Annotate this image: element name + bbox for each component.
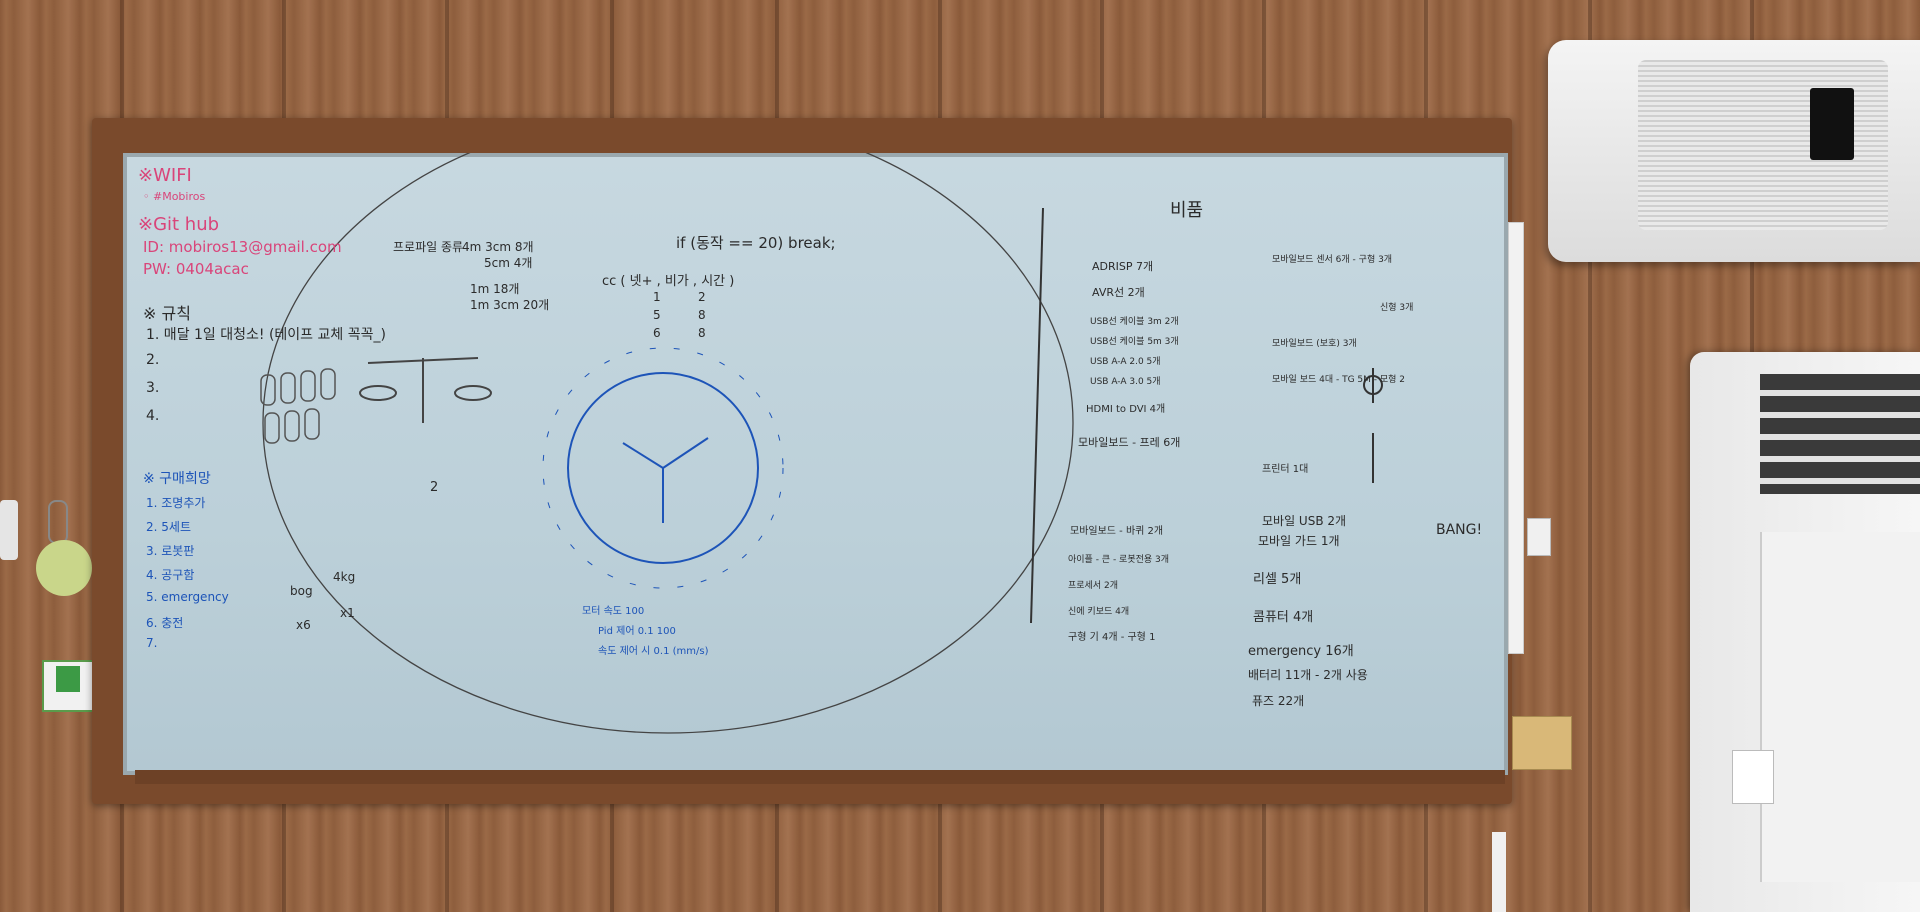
marker-tray <box>135 770 1505 784</box>
supply-item: 배터리 11개 - 2개 사용 <box>1248 668 1368 682</box>
diagram-number: 2 <box>698 290 706 304</box>
weight-label: x1 <box>340 606 355 620</box>
knot-drawing <box>1363 375 1383 395</box>
supply-item: 모바일보드 - 바퀴 2개 <box>1070 526 1164 537</box>
supply-item: ADRISP 7개 <box>1092 260 1154 273</box>
robot-circle <box>567 372 759 564</box>
keychain-doll <box>36 540 92 596</box>
power-strip <box>1492 832 1506 912</box>
ac-display <box>1810 88 1854 160</box>
wishlist-item: 4. 공구함 <box>146 568 195 582</box>
board-drawings <box>260 153 1383 734</box>
floor-air-conditioner <box>1690 352 1920 912</box>
supply-item: 모바일 보드 4대 - TG 5M - 모형 2 <box>1272 375 1406 385</box>
divider-line <box>1030 207 1044 624</box>
robot-arm <box>622 442 664 469</box>
circle-note: Pid 제어 0.1 100 <box>598 626 676 637</box>
keyring <box>48 500 68 544</box>
supply-item: USB선 케이블 5m 3개 <box>1090 337 1179 347</box>
circle-note: 속도 제어 시 0.1 (mm/s) <box>598 646 709 657</box>
github-pw: PW: 0404acac <box>143 260 249 278</box>
rule-item: 1. 매달 1일 대청소! (테이프 교체 꼭꼭_) <box>146 327 386 343</box>
wall-socket <box>1527 518 1551 556</box>
supply-item: 프로세서 2개 <box>1068 581 1118 591</box>
remote-control <box>0 500 18 560</box>
rule-item: 4. <box>146 408 160 424</box>
circle-note: 모터 속도 100 <box>582 606 645 617</box>
bang-label: BANG! <box>1436 522 1483 538</box>
wall-box <box>1512 716 1572 770</box>
big-circle-outline <box>262 153 1074 734</box>
weight-label: 4kg <box>333 570 356 584</box>
diagram-number: 1 <box>653 290 661 304</box>
diagram-number: 5 <box>653 308 661 322</box>
wishlist-item: 3. 로봇판 <box>146 544 195 558</box>
profile-list-title: 프로파일 종류 <box>393 240 464 254</box>
ac-front-panel <box>1760 532 1920 882</box>
robot-outer-circle <box>542 347 784 589</box>
scale-label: 2 <box>430 480 439 495</box>
code-line: if (동작 == 20) break; <box>676 234 836 252</box>
profile-row: 4m 3cm 8개 <box>462 240 534 254</box>
supply-item: 프린터 1대 <box>1262 464 1309 475</box>
supply-item: 퓨즈 22개 <box>1252 694 1305 708</box>
profile-row: 5cm 4개 <box>484 256 533 270</box>
rule-item: 2. <box>146 352 160 368</box>
supply-item: 신형 3개 <box>1380 303 1414 313</box>
wall-seam <box>1588 0 1592 912</box>
supply-item: 신에 키보드 4개 <box>1068 607 1130 617</box>
supply-item: 콤퓨터 4개 <box>1253 610 1314 625</box>
supply-item: 아이플 - 큰 - 로봇전용 3개 <box>1068 555 1170 565</box>
code-sub: cc ( 넷+ , 비가 , 시간 ) <box>602 274 735 289</box>
supply-item: 모바일 가드 1개 <box>1258 534 1340 548</box>
wishlist-item: 5. emergency <box>146 590 229 604</box>
scale-pan <box>359 385 397 401</box>
wifi-name: ◦ #Mobiros <box>143 190 206 203</box>
energy-label <box>1732 750 1774 804</box>
wishlist-item: 6. 충전 <box>146 616 184 630</box>
scale-pan <box>454 385 492 401</box>
supply-item: USB A-A 2.0 5개 <box>1090 357 1161 367</box>
robot-arm <box>662 437 709 469</box>
whiteboard <box>123 153 1508 775</box>
wishlist-item: 2. 5세트 <box>146 520 191 534</box>
supply-item: USB A-A 3.0 5개 <box>1090 377 1161 387</box>
profile-row: 1m 18개 <box>470 282 520 296</box>
supply-item: USB선 케이블 3m 2개 <box>1090 317 1179 327</box>
supply-item: 리셀 5개 <box>1253 572 1302 587</box>
weight-label: bog <box>290 584 313 598</box>
exit-icon <box>56 666 80 692</box>
diagram-number: 6 <box>653 326 661 340</box>
supply-item: AVR선 2개 <box>1092 286 1145 299</box>
diagram-number: 8 <box>698 308 706 322</box>
wifi-header: ※WIFI <box>138 165 192 186</box>
rules-header: ※ 규칙 <box>143 304 191 323</box>
supply-item: 구형 기 4개 - 구형 1 <box>1068 632 1156 643</box>
wishlist-item: 1. 조명추가 <box>146 496 206 510</box>
exit-sign <box>42 660 96 712</box>
rule-item: 3. <box>146 380 160 396</box>
supply-item: emergency 16개 <box>1248 644 1354 659</box>
github-header: ※Git hub <box>138 214 220 235</box>
ac-vent <box>1760 374 1920 494</box>
supplies-header: 비품 <box>1170 200 1204 221</box>
weight-label: x6 <box>296 618 311 632</box>
wall-air-conditioner <box>1548 40 1920 262</box>
weights-drawing <box>260 368 336 444</box>
supply-item: 모바일보드 (보호) 3개 <box>1272 339 1357 349</box>
github-id: ID: mobiros13@gmail.com <box>143 238 342 256</box>
wall-pipe <box>1508 222 1524 654</box>
supply-item: 모바일보드 센서 6개 - 구형 3개 <box>1272 255 1393 265</box>
supply-item: 모바일보드 - 프레 6개 <box>1078 436 1181 449</box>
wishlist-header: ※ 구매희망 <box>143 471 211 487</box>
diagram-number: 8 <box>698 326 706 340</box>
profile-row: 1m 3cm 20개 <box>470 298 550 312</box>
supply-item: HDMI to DVI 4개 <box>1086 404 1166 415</box>
supply-item: 모바일 USB 2개 <box>1262 514 1347 528</box>
wishlist-item: 7. <box>146 636 158 650</box>
